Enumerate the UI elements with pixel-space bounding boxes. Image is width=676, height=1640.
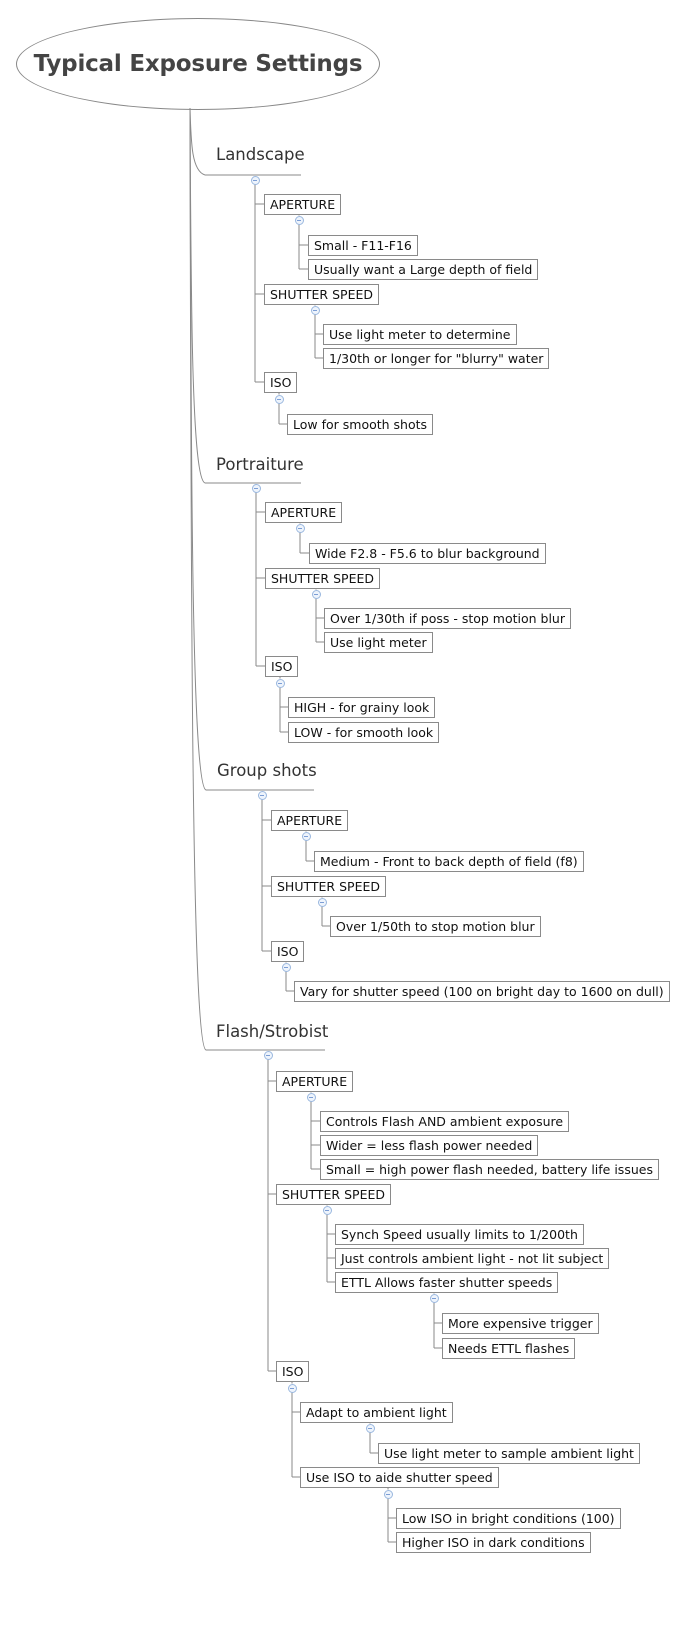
root-connector — [189, 107, 206, 176]
leaf-node[interactable]: HIGH - for grainy look — [288, 696, 436, 718]
group-node[interactable]: SHUTTER SPEED — [271, 875, 386, 897]
leaf-node[interactable]: Low ISO in bright conditions (100) — [396, 1507, 621, 1529]
leaf-node[interactable]: Usually want a Large depth of field — [308, 258, 539, 280]
leaf-node[interactable]: Higher ISO in dark conditions — [396, 1531, 591, 1553]
group-node[interactable]: ISO — [271, 940, 305, 962]
collapse-toggle-icon[interactable] — [275, 678, 285, 688]
group-node[interactable]: ISO — [264, 371, 298, 393]
collapse-toggle-icon[interactable] — [263, 1050, 273, 1060]
leaf-node[interactable]: Use light meter to determine — [323, 323, 517, 345]
collapse-toggle-icon[interactable] — [311, 589, 321, 599]
collapse-toggle-icon[interactable] — [295, 523, 305, 533]
leaf-node[interactable]: Small = high power flash needed, battery… — [320, 1158, 659, 1180]
leaf-node[interactable]: Medium - Front to back depth of field (f… — [314, 850, 584, 872]
leaf-node[interactable]: Use light meter to sample ambient light — [378, 1442, 640, 1464]
collapse-toggle-icon[interactable] — [281, 962, 291, 972]
leaf-node[interactable]: Wider = less flash power needed — [320, 1134, 539, 1156]
branch-label[interactable]: Group shots — [217, 761, 317, 780]
collapse-toggle-icon[interactable] — [274, 394, 284, 404]
branch-label[interactable]: Landscape — [216, 145, 305, 164]
leaf-node[interactable]: Use light meter — [324, 631, 433, 653]
collapse-toggle-icon[interactable] — [322, 1205, 332, 1215]
group-node[interactable]: ISO — [265, 655, 299, 677]
branch-label[interactable]: Flash/Strobist — [216, 1022, 329, 1041]
leaf-node[interactable]: Controls Flash AND ambient exposure — [320, 1110, 570, 1132]
group-node[interactable]: APERTURE — [271, 809, 349, 831]
collapse-toggle-icon[interactable] — [365, 1423, 375, 1433]
leaf-node[interactable]: Needs ETTL flashes — [442, 1337, 576, 1359]
collapse-toggle-icon[interactable] — [257, 790, 267, 800]
leaf-node[interactable]: LOW - for smooth look — [288, 721, 440, 743]
leaf-node[interactable]: Vary for shutter speed (100 on bright da… — [294, 980, 670, 1002]
collapse-toggle-icon[interactable] — [429, 1293, 439, 1303]
collapse-toggle-icon[interactable] — [251, 483, 261, 493]
branch-label[interactable]: Portraiture — [216, 455, 304, 474]
leaf-node[interactable]: Synch Speed usually limits to 1/200th — [335, 1223, 584, 1245]
leaf-node[interactable]: Wide F2.8 - F5.6 to blur background — [309, 542, 546, 564]
leaf-node[interactable]: 1/30th or longer for "blurry" water — [323, 347, 550, 369]
group-node[interactable]: APERTURE — [265, 501, 343, 523]
root-title: Typical Exposure Settings — [33, 51, 363, 77]
group-node[interactable]: SHUTTER SPEED — [265, 567, 380, 589]
collapse-toggle-icon[interactable] — [317, 897, 327, 907]
leaf-node[interactable]: Low for smooth shots — [287, 413, 434, 435]
collapse-toggle-icon[interactable] — [287, 1383, 297, 1393]
collapse-toggle-icon[interactable] — [383, 1489, 393, 1499]
group-node[interactable]: ISO — [276, 1360, 310, 1382]
leaf-node[interactable]: More expensive trigger — [442, 1312, 599, 1334]
collapse-toggle-icon[interactable] — [306, 1092, 316, 1102]
collapse-toggle-icon[interactable] — [301, 831, 311, 841]
leaf-node[interactable]: Just controls ambient light - not lit su… — [335, 1247, 610, 1269]
leaf-node[interactable]: Adapt to ambient light — [300, 1401, 453, 1423]
root-connector — [189, 107, 206, 484]
leaf-node[interactable]: Over 1/50th to stop motion blur — [330, 915, 541, 937]
group-node[interactable]: SHUTTER SPEED — [276, 1183, 391, 1205]
group-node[interactable]: APERTURE — [264, 193, 342, 215]
leaf-node[interactable]: Small - F11-F16 — [308, 234, 418, 256]
leaf-node[interactable]: Use ISO to aide shutter speed — [300, 1466, 499, 1488]
root-topic[interactable]: Typical Exposure Settings — [16, 18, 380, 110]
collapse-toggle-icon[interactable] — [294, 215, 304, 225]
group-node[interactable]: SHUTTER SPEED — [264, 283, 379, 305]
group-node[interactable]: APERTURE — [276, 1070, 354, 1092]
root-connector — [189, 107, 207, 1051]
collapse-toggle-icon[interactable] — [310, 305, 320, 315]
leaf-node[interactable]: Over 1/30th if poss - stop motion blur — [324, 607, 571, 629]
collapse-toggle-icon[interactable] — [250, 175, 260, 185]
leaf-node[interactable]: ETTL Allows faster shutter speeds — [335, 1271, 559, 1293]
